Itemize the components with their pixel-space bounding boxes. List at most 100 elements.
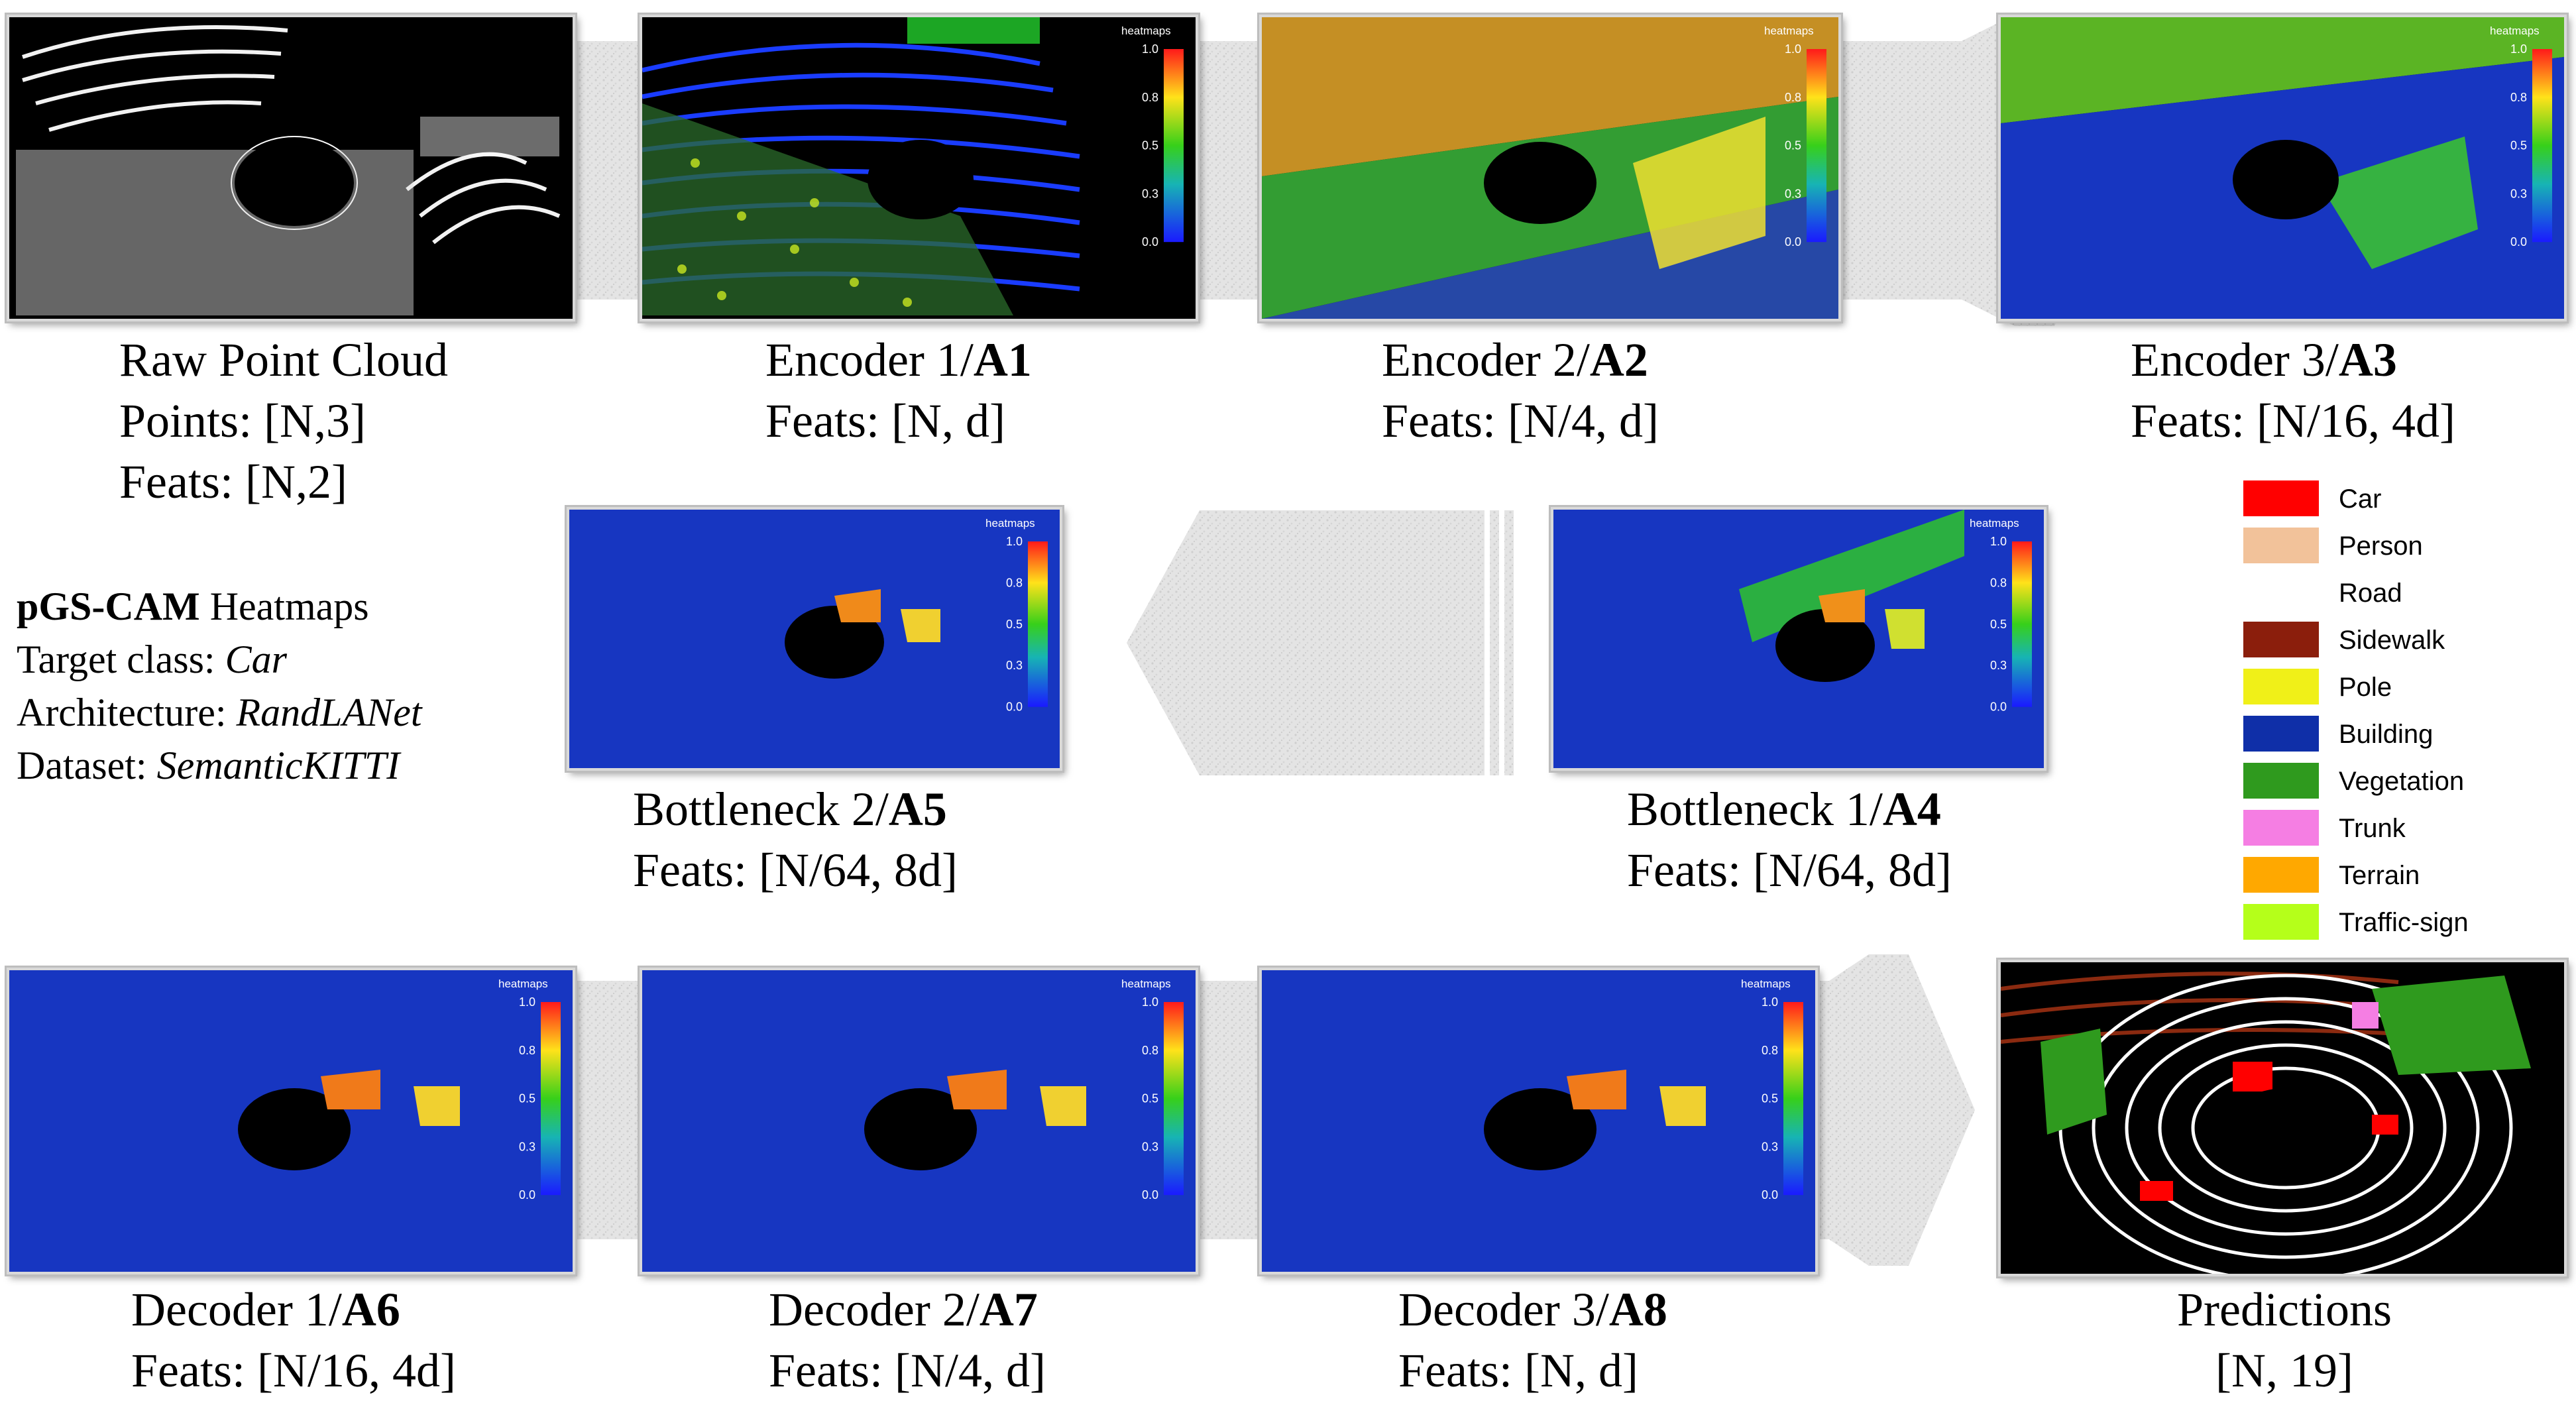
bot1-bold: A4 — [1882, 783, 1941, 836]
bottleneck-1-heatmap — [1551, 507, 2046, 771]
colorbar-tick-label: 0.5 — [519, 1092, 535, 1105]
legend-swatch — [2243, 857, 2319, 893]
info-block: pGS-CAM Heatmaps Target class: Car Archi… — [17, 580, 422, 792]
legend-swatch — [2243, 528, 2319, 563]
enc1-bold: A1 — [973, 333, 1032, 386]
decoder-2-heatmap — [640, 968, 1198, 1274]
colorbar-gradient — [1164, 1002, 1184, 1196]
info-title-bold: pGS-CAM — [17, 585, 200, 628]
legend-label: Pole — [2339, 673, 2392, 702]
colorbar-tick-label: 0.5 — [1142, 139, 1158, 152]
enc1-prefix: Encoder 1/ — [765, 333, 974, 386]
info-target-label: Target class: — [17, 638, 225, 681]
legend-label: Traffic-sign — [2339, 908, 2469, 937]
colorbar-tick-label: 1.0 — [1990, 535, 2007, 548]
colorbar-tick-label: 0.3 — [1006, 659, 1023, 672]
raw-caption: Raw Point Cloud Points: [N,3] Feats: [N,… — [119, 329, 448, 512]
colorbar-tick-label: 0.5 — [2510, 139, 2527, 152]
legend-label: Sidewalk — [2339, 626, 2445, 655]
legend-label: Road — [2339, 579, 2402, 608]
colorbar-tick-label: 0.8 — [1785, 91, 1801, 104]
enc3-caption: Encoder 3/A3 Feats: [N/16, 4d] — [2131, 329, 2455, 451]
info-dataset-label: Dataset: — [17, 744, 157, 787]
enc3-bold: A3 — [2338, 333, 2397, 386]
dec1-caption: Decoder 1/A6 Feats: [N/16, 4d] — [131, 1279, 456, 1401]
bot2-prefix: Bottleneck 2/ — [633, 783, 889, 836]
colorbar-title: heatmaps — [985, 517, 1035, 530]
flow-arrow-middle — [1127, 510, 1514, 775]
enc2-feats: Feats: [N/4, d] — [1382, 394, 1659, 447]
colorbar-tick-label: 1.0 — [1006, 535, 1023, 548]
colorbar-tick-label: 1.0 — [519, 995, 535, 1009]
colorbar-tick-label: 0.3 — [519, 1140, 535, 1153]
dec1-bold: A6 — [341, 1283, 400, 1336]
enc2-bold: A2 — [1589, 333, 1648, 386]
colorbar-tick-label: 0.5 — [1006, 618, 1023, 631]
decoder-1-colorbar: heatmaps 1.0 0.8 0.5 0.3 0.0 — [498, 978, 561, 1202]
bot2-caption: Bottleneck 2/A5 Feats: [N/64, 8d] — [633, 779, 958, 901]
colorbar-tick-label: 1.0 — [1142, 42, 1158, 56]
colorbar-tick-label: 1.0 — [2510, 42, 2527, 56]
bot1-prefix: Bottleneck 1/ — [1627, 783, 1883, 836]
colorbar-tick-label: 0.8 — [2510, 91, 2527, 104]
legend-swatch — [2243, 716, 2319, 752]
bot1-caption: Bottleneck 1/A4 Feats: [N/64, 8d] — [1627, 779, 1952, 901]
legend-swatch — [2243, 810, 2319, 846]
colorbar-tick-label: 0.5 — [1990, 618, 2007, 631]
enc1-caption: Encoder 1/A1 Feats: [N, d] — [765, 329, 1032, 451]
colorbar-gradient — [541, 1002, 561, 1196]
colorbar-tick-label: 0.8 — [1142, 91, 1158, 104]
colorbar-tick-label: 0.0 — [1990, 700, 2007, 714]
colorbar-tick-label: 0.0 — [1142, 1188, 1158, 1202]
colorbar-title: heatmaps — [2490, 25, 2540, 37]
bottleneck-2-heatmap — [567, 507, 1062, 771]
colorbar-title: heatmaps — [1764, 25, 1814, 37]
colorbar-tick-label: 0.0 — [2510, 235, 2527, 249]
legend-label: Building — [2339, 720, 2434, 749]
colorbar-tick-label: 0.3 — [1762, 1140, 1778, 1153]
colorbar-tick-label: 0.8 — [519, 1044, 535, 1057]
encoder-1-heatmap — [640, 15, 1198, 321]
colorbar-tick-label: 0.0 — [519, 1188, 535, 1202]
colorbar-tick-label: 0.3 — [1142, 187, 1158, 200]
colorbar-gradient — [1164, 49, 1184, 243]
raw-feats: Feats: [N,2] — [119, 455, 347, 508]
raw-points: Points: [N,3] — [119, 394, 366, 447]
dec3-feats: Feats: [N, d] — [1398, 1344, 1638, 1397]
colorbar-tick-label: 0.8 — [1142, 1044, 1158, 1057]
enc1-feats: Feats: [N, d] — [765, 394, 1005, 447]
colorbar-gradient — [1028, 541, 1048, 707]
colorbar-title: heatmaps — [1121, 978, 1171, 990]
dec2-bold: A7 — [979, 1283, 1038, 1336]
colorbar-tick-label: 0.5 — [1785, 139, 1801, 152]
encoder-1-colorbar: heatmaps 1.0 0.8 0.5 0.3 0.0 — [1121, 25, 1184, 249]
legend-swatch — [2243, 622, 2319, 657]
colorbar-title: heatmaps — [1121, 25, 1171, 37]
legend-swatch — [2243, 480, 2319, 516]
pred-shape: [N, 19] — [2215, 1344, 2353, 1397]
colorbar-tick-label: 1.0 — [1785, 42, 1801, 56]
dec3-prefix: Decoder 3/ — [1398, 1283, 1609, 1336]
legend-label: Terrain — [2339, 861, 2420, 890]
colorbar-tick-label: 1.0 — [1142, 995, 1158, 1009]
enc3-prefix: Encoder 3/ — [2131, 333, 2339, 386]
colorbar-gradient — [1783, 1002, 1803, 1196]
pred-caption: Predictions [N, 19] — [2177, 1279, 2392, 1401]
legend-swatch — [2243, 904, 2319, 940]
colorbar-tick-label: 0.0 — [1142, 235, 1158, 249]
raw-point-cloud-image — [7, 15, 575, 321]
info-arch-label: Architecture: — [17, 691, 237, 734]
info-target-value: Car — [225, 638, 287, 681]
enc3-feats: Feats: [N/16, 4d] — [2131, 394, 2455, 447]
dec2-feats: Feats: [N/4, d] — [769, 1344, 1046, 1397]
colorbar-title: heatmaps — [498, 978, 548, 990]
colorbar-tick-label: 0.5 — [1762, 1092, 1778, 1105]
colorbar-tick-label: 0.3 — [1990, 659, 2007, 672]
colorbar-tick-label: 0.8 — [1006, 576, 1023, 589]
enc2-caption: Encoder 2/A2 Feats: [N/4, d] — [1382, 329, 1659, 451]
colorbar-tick-label: 0.8 — [1990, 576, 2007, 589]
dec2-caption: Decoder 2/A7 Feats: [N/4, d] — [769, 1279, 1046, 1401]
